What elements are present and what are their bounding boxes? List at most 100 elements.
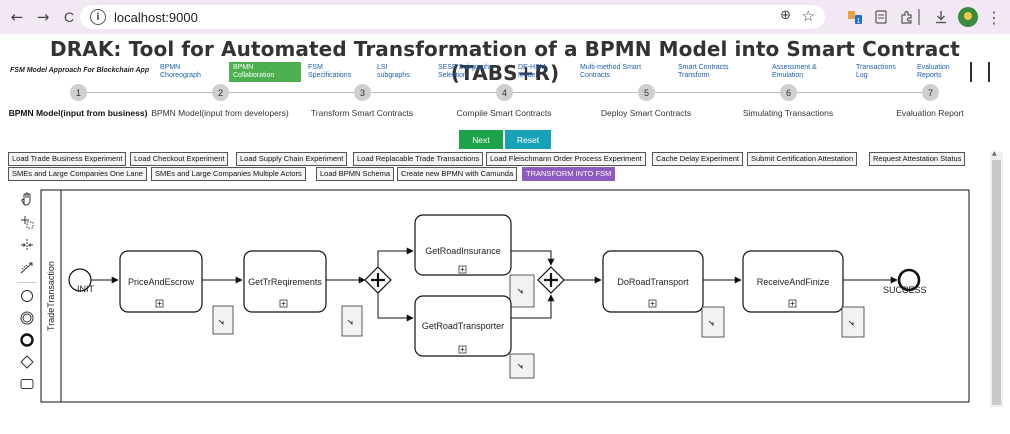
module-tabs: FSM Model Approach For Blockchain App BP… <box>10 62 1000 82</box>
context-pad-icon[interactable] <box>509 353 535 379</box>
browser-menu-icon[interactable]: ⋮ <box>986 7 1002 27</box>
forward-icon[interactable]: → <box>36 8 50 26</box>
end-event[interactable] <box>897 268 921 292</box>
bookmark-star-icon[interactable]: ☆ <box>801 7 815 25</box>
download-icon[interactable] <box>932 8 950 26</box>
step-circle-5[interactable]: 5 <box>638 84 655 101</box>
smes-multiple-actors-button[interactable]: SMEs and Large Companies Multiple Actors <box>151 167 306 181</box>
parallel-gateway-join[interactable] <box>537 266 565 294</box>
load-replacable-trade-transactions-button[interactable]: Load Replacable Trade Transactions <box>353 152 484 166</box>
transform-into-fsm-button[interactable]: TRANSFORM INTO FSM <box>522 167 616 181</box>
flow-split-to-transporter[interactable] <box>377 292 414 322</box>
reload-icon[interactable]: C <box>63 9 75 25</box>
task-icon[interactable] <box>18 375 36 393</box>
flow-transporter-to-join[interactable] <box>511 294 555 319</box>
step-label-7: Evaluation Report <box>896 108 964 118</box>
gateway-icon[interactable] <box>18 353 36 371</box>
start-event[interactable] <box>68 268 92 292</box>
collapsed-subprocess-marker-icon <box>458 265 467 274</box>
step-circle-6[interactable]: 6 <box>780 84 797 101</box>
task-get-road-insurance[interactable]: GetRoadInsurance <box>414 214 512 276</box>
context-pad-icon[interactable] <box>212 305 234 335</box>
svg-text:1: 1 <box>857 18 861 25</box>
step-label-3: Transform Smart Contracts <box>310 108 414 118</box>
tab-divider <box>970 62 972 82</box>
load-checkout-experiment-button[interactable]: Load Checkout Experiment <box>130 152 229 166</box>
scroll-up-arrow-icon[interactable]: ▲ <box>992 150 997 157</box>
collapsed-subprocess-marker-icon <box>155 299 164 308</box>
task-receive-and-finize[interactable]: ReceiveAndFinize <box>742 250 844 313</box>
context-pad-icon[interactable] <box>841 306 865 338</box>
reset-button[interactable]: Reset <box>505 130 551 149</box>
end-event-label: SUCCESS <box>883 285 927 295</box>
toolbar-divider <box>918 9 920 25</box>
collapsed-subprocess-marker-icon <box>788 299 797 308</box>
extensions-puzzle-icon[interactable] <box>898 8 916 26</box>
create-new-bpmn-button[interactable]: Create new BPMN with Camunda <box>397 167 518 181</box>
load-supply-chain-experiment-button[interactable]: Load Supply Chain Experiment <box>236 152 348 166</box>
step-circle-1[interactable]: 1 <box>70 84 87 101</box>
zoom-icon[interactable]: ⊕ <box>780 8 791 23</box>
smes-one-lane-button[interactable]: SMEs and Large Companies One Lane <box>8 167 147 181</box>
context-pad-icon[interactable] <box>509 274 535 308</box>
tab-assessment-emulation[interactable]: Assessment &Emulation <box>772 64 817 79</box>
task-do-road-transport[interactable]: DoRoadTransport <box>602 250 704 313</box>
back-icon[interactable]: ← <box>10 8 24 26</box>
extension-icon[interactable]: 1 <box>846 8 864 26</box>
task-price-and-escrow[interactable]: PriceAndEscrow <box>119 250 203 313</box>
step-label-2: BPMN Model(input from developers) <box>151 108 289 118</box>
context-pad-icon[interactable] <box>341 305 363 337</box>
task-label: GetRoadInsurance <box>425 246 501 256</box>
task-label: DoRoadTransport <box>617 277 689 287</box>
lasso-tool-icon[interactable] <box>18 213 36 231</box>
load-fleischmann-order-process-button[interactable]: Load Fleischmann Order Process Experimen… <box>486 152 646 166</box>
next-button[interactable]: Next <box>459 130 503 149</box>
intermediate-event-icon[interactable] <box>18 309 36 327</box>
bpmn-palette <box>14 190 40 402</box>
scrollbar-thumb[interactable] <box>992 160 1001 405</box>
step-circle-4[interactable]: 4 <box>496 84 513 101</box>
load-trade-business-experiment-button[interactable]: Load Trade Business Experiment <box>8 152 127 166</box>
start-event-label: INIT <box>77 284 95 294</box>
step-circle-7[interactable]: 7 <box>922 84 939 101</box>
step-circle-3[interactable]: 3 <box>354 84 371 101</box>
tab-divider <box>988 62 990 82</box>
submit-certification-attestation-button[interactable]: Submit Certification Attestation <box>747 152 858 166</box>
task-label: GetRoadTransporter <box>422 321 504 331</box>
address-bar[interactable]: i localhost:9000 ⊕ ☆ <box>80 5 825 29</box>
url-text: localhost:9000 <box>114 9 198 25</box>
task-get-road-transporter[interactable]: GetRoadTransporter <box>414 295 512 357</box>
step-label-1: BPMN Model(input from business) <box>8 108 148 118</box>
flow-split-to-insurance[interactable] <box>377 247 414 268</box>
start-event-icon[interactable] <box>18 287 36 305</box>
space-tool-icon[interactable] <box>18 236 36 254</box>
step-circle-2[interactable]: 2 <box>212 84 229 101</box>
page-title: DRAK: Tool for Automated Transformation … <box>50 37 960 85</box>
task-get-tr-reqirements[interactable]: GetTrReqirements <box>243 250 327 313</box>
cache-delay-experiment-button[interactable]: Cache Delay Experiment <box>652 152 743 166</box>
hand-tool-icon[interactable] <box>18 190 36 208</box>
end-event-icon[interactable] <box>18 331 36 349</box>
context-pad-icon[interactable] <box>701 306 725 338</box>
flow-insurance-to-join[interactable] <box>511 250 555 266</box>
site-info-icon[interactable]: i <box>90 9 106 25</box>
reading-mode-icon[interactable] <box>872 8 890 26</box>
request-attestation-status-button[interactable]: Request Attestation Status <box>869 152 966 166</box>
bpmn-canvas[interactable]: TradeTransaction INIT PriceAndEscrow Get… <box>40 189 970 403</box>
app-label: FSM Model Approach For Blockchain App <box>10 67 150 74</box>
browser-toolbar: ← → C i localhost:9000 ⊕ ☆ 1 ⋮ <box>0 0 1010 34</box>
parallel-gateway-split[interactable] <box>364 266 392 294</box>
global-connect-icon[interactable] <box>18 259 36 277</box>
profile-avatar[interactable] <box>958 7 978 27</box>
load-bpmn-schema-button[interactable]: Load BPMN Schema <box>316 167 395 181</box>
